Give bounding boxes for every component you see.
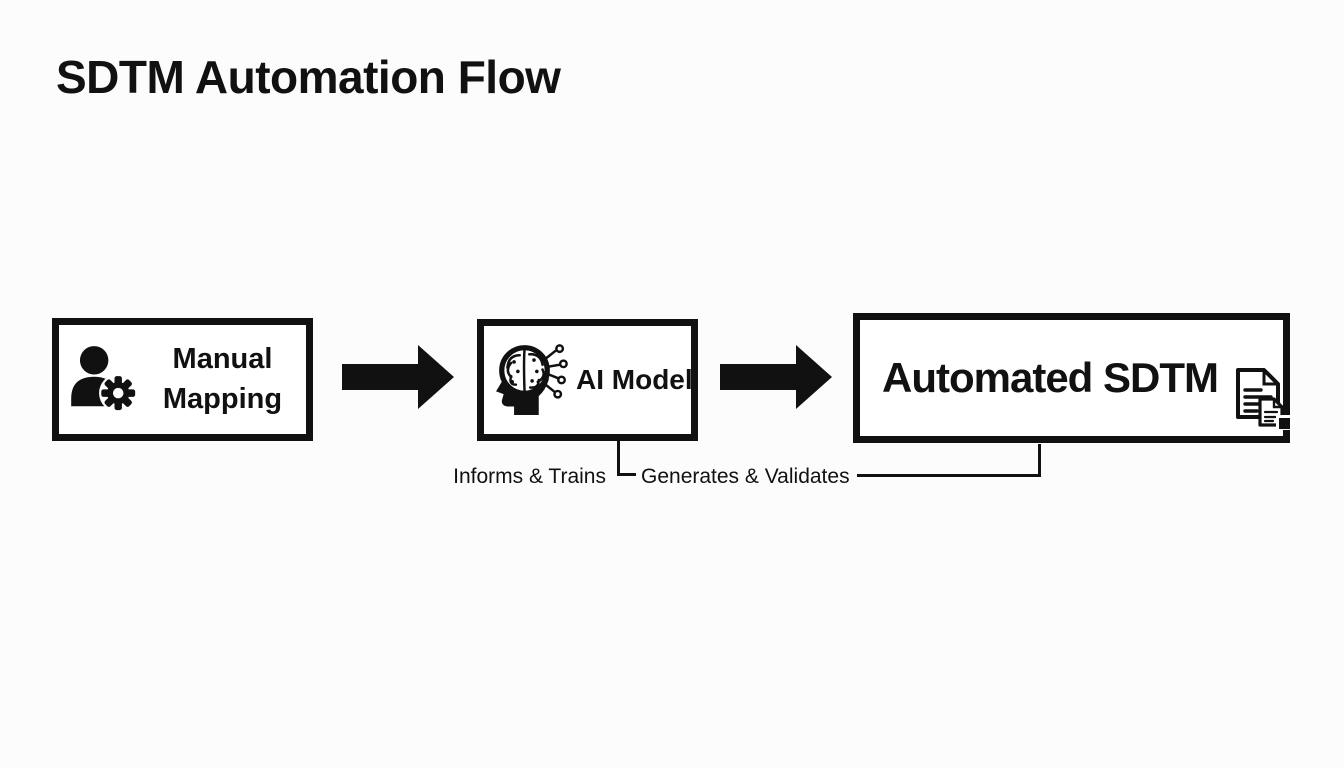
node-label-line-2: Mapping xyxy=(162,382,283,415)
connector-generates-line xyxy=(857,474,1041,477)
connector-sdtm-rise-line xyxy=(1038,444,1041,477)
documents-icon xyxy=(1236,368,1291,430)
edge-label-generates-validates: Generates & Validates xyxy=(641,465,850,488)
node-automated-sdtm: Automated SDTM xyxy=(853,313,1291,443)
node-manual-mapping: Manual Mapping xyxy=(52,318,313,441)
diagram-title: SDTM Automation Flow xyxy=(56,51,561,103)
node-label-automated-sdtm: Automated SDTM xyxy=(882,354,1219,401)
edge-label-informs-trains: Informs & Trains xyxy=(453,465,606,488)
connector-elbow-foot xyxy=(617,473,636,476)
node-label-ai-model: AI Model xyxy=(576,364,693,395)
brain-circuit-icon xyxy=(496,344,568,416)
flow-arrow-manual-to-ai xyxy=(342,345,454,409)
flow-arrow-ai-to-sdtm xyxy=(720,345,832,409)
user-gear-icon xyxy=(71,345,138,412)
node-ai-model: AI Model xyxy=(477,319,698,441)
node-label-manual-mapping: Manual Mapping xyxy=(139,340,306,418)
connector-ai-model-drop-line xyxy=(617,441,620,476)
node-label-line-1: Manual xyxy=(172,343,273,376)
